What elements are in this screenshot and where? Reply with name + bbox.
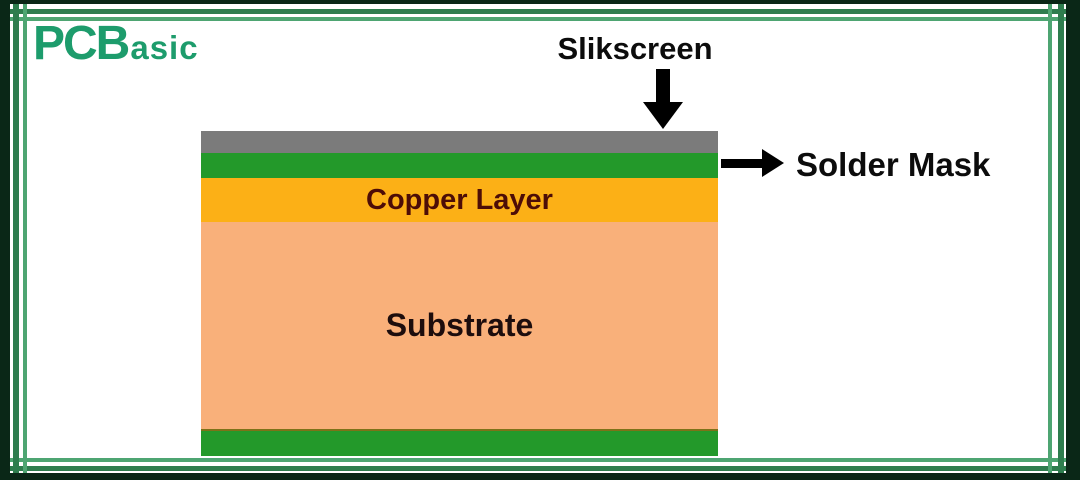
solder-mask-top-layer: [201, 153, 718, 178]
silkscreen-callout-label: Slikscreen: [557, 31, 713, 66]
copper-layer: Copper Layer: [201, 178, 718, 222]
frame-line-bottom-light: [10, 458, 1066, 462]
pcb-layer-stack: Copper Layer Substrate: [201, 131, 718, 456]
arrow-down-head-icon: [643, 102, 683, 129]
substrate-layer: Substrate: [201, 222, 718, 429]
logo-prefix-text: PCB: [33, 17, 130, 70]
silkscreen-layer: [201, 131, 718, 153]
frame-line-top-medium: [10, 9, 1066, 14]
frame-line-right-medium: [1058, 4, 1064, 473]
logo-suffix-text: asic: [130, 29, 199, 66]
pcbasic-logo: PCB asic: [33, 16, 199, 71]
frame-line-left-light: [23, 4, 27, 473]
frame-line-right-light: [1048, 4, 1052, 473]
arrow-right-icon: [721, 159, 763, 168]
copper-layer-label: Copper Layer: [366, 183, 553, 216]
frame-line-bottom-medium: [10, 466, 1066, 471]
frame-line-top-light: [10, 17, 1066, 21]
substrate-label: Substrate: [385, 307, 534, 343]
arrow-right-head-icon: [762, 149, 784, 177]
frame-band-left: [0, 0, 10, 480]
frame-line-left-medium: [13, 4, 19, 473]
solder-mask-bottom-layer: [201, 429, 718, 456]
frame-band-bottom: [0, 473, 1080, 480]
arrow-down-icon: [656, 69, 670, 104]
frame-band-right: [1066, 0, 1080, 480]
solder-mask-callout-label: Solder Mask: [796, 146, 991, 183]
frame-band-top: [0, 0, 1080, 4]
